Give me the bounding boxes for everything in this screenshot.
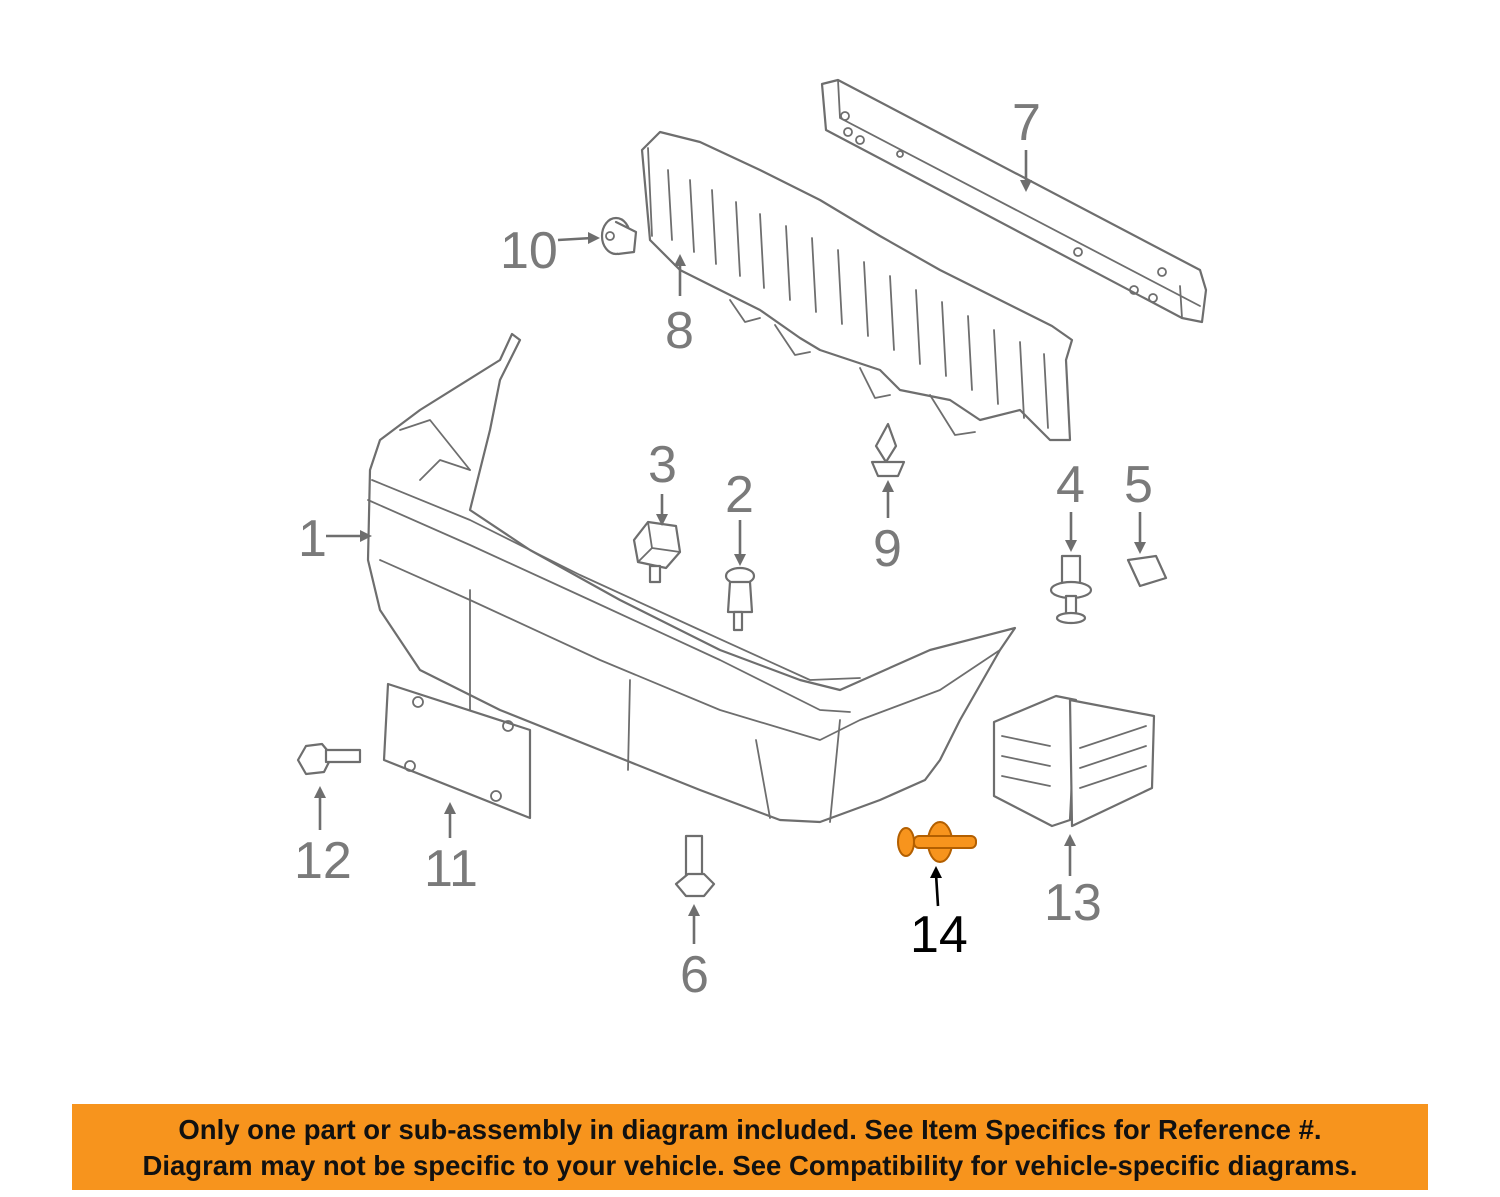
part-6-bolt bbox=[674, 834, 716, 898]
callout-3: 3 bbox=[648, 436, 677, 494]
leader-5 bbox=[1134, 512, 1146, 554]
part-4-push-pin bbox=[1049, 554, 1093, 625]
callout-9: 9 bbox=[873, 520, 902, 578]
callout-13: 13 bbox=[1044, 874, 1102, 932]
leader-10 bbox=[557, 232, 600, 244]
leader-8 bbox=[674, 254, 686, 296]
callout-11: 11 bbox=[424, 840, 478, 898]
parts-diagram: 1 2 3 4 5 6 7 8 9 10 11 12 13 14 bbox=[294, 78, 1208, 1004]
leader-12 bbox=[314, 786, 326, 830]
leader-7 bbox=[1020, 150, 1032, 192]
leader-4 bbox=[1065, 512, 1077, 552]
callout-10: 10 bbox=[500, 222, 558, 280]
part-7-reinforcement-beam bbox=[820, 78, 1208, 324]
callout-8: 8 bbox=[665, 302, 694, 360]
callout-7: 7 bbox=[1012, 94, 1041, 152]
part-8-energy-absorber bbox=[640, 130, 1074, 442]
part-12-bolt bbox=[296, 742, 362, 776]
part-9-clip bbox=[870, 422, 906, 478]
callout-2: 2 bbox=[725, 466, 754, 524]
callout-4: 4 bbox=[1056, 456, 1085, 514]
part-11-license-bracket bbox=[382, 682, 532, 820]
part-14-push-pin-highlighted bbox=[897, 821, 977, 863]
leader-14 bbox=[930, 866, 942, 907]
callout-6: 6 bbox=[680, 946, 709, 1004]
leader-6 bbox=[688, 904, 700, 944]
disclaimer-banner: Only one part or sub-assembly in diagram… bbox=[72, 1104, 1428, 1190]
callout-1: 1 bbox=[298, 510, 327, 568]
part-3-bracket bbox=[632, 520, 682, 584]
part-5-clip bbox=[1126, 554, 1168, 588]
disclaimer-line-2: Diagram may not be specific to your vehi… bbox=[142, 1150, 1358, 1181]
leader-11 bbox=[444, 802, 456, 838]
leader-9 bbox=[882, 480, 894, 518]
part-2-push-pin bbox=[724, 566, 756, 632]
callout-5: 5 bbox=[1124, 456, 1153, 514]
callout-14: 14 bbox=[910, 906, 968, 964]
disclaimer-line-1: Only one part or sub-assembly in diagram… bbox=[178, 1114, 1322, 1145]
leader-13 bbox=[1064, 834, 1076, 876]
part-13-splash-shield bbox=[992, 694, 1156, 828]
leader-1 bbox=[326, 530, 372, 542]
leader-2 bbox=[734, 520, 746, 566]
part-10-rivet bbox=[600, 216, 638, 256]
callout-12: 12 bbox=[294, 832, 352, 890]
leader-3 bbox=[656, 494, 668, 526]
part-1-bumper-cover bbox=[366, 332, 1017, 824]
